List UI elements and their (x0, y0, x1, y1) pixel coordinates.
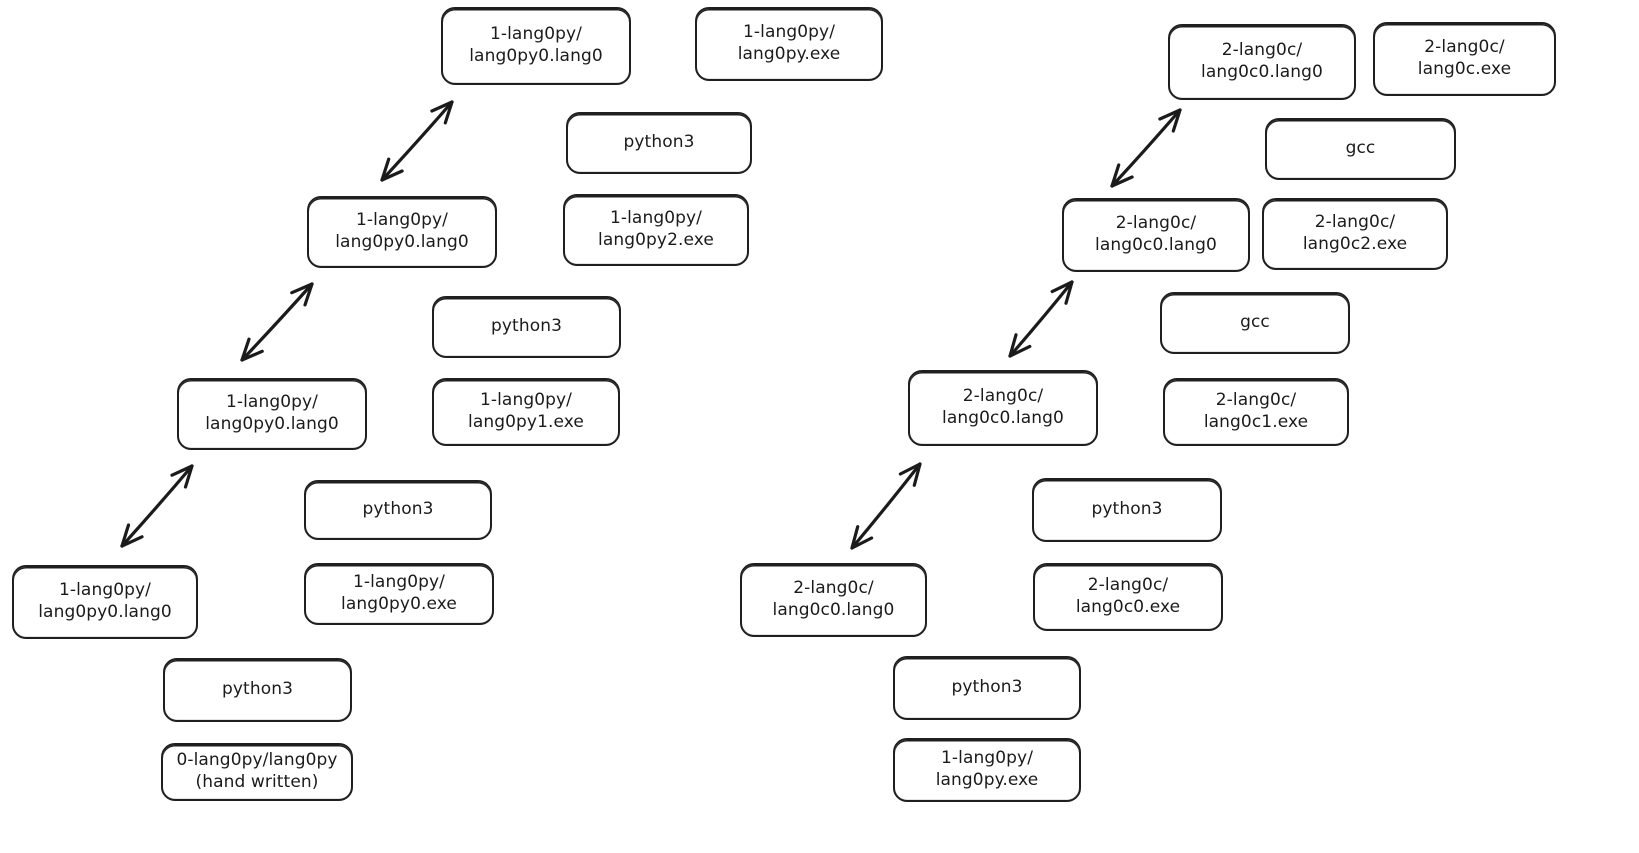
node-py_out_top[interactable]: 1-lang0py/ lang0py0.lang0 (441, 7, 631, 85)
node-py_in_3[interactable]: 1-lang0py/ lang0py2.exe (563, 194, 749, 266)
node-c_src_2[interactable]: 2-lang0c/ lang0c0.lang0 (908, 370, 1098, 446)
node-label: python3 (1091, 499, 1163, 520)
node-label: 2-lang0c/ lang0c0.lang0 (1095, 213, 1217, 255)
node-c_in_1[interactable]: 2-lang0c/ lang0c0.exe (1033, 563, 1223, 631)
node-label: 2-lang0c/ lang0c2.exe (1302, 212, 1408, 254)
node-c_tool_0[interactable]: python3 (893, 656, 1081, 720)
node-c_in_3[interactable]: 2-lang0c/ lang0c2.exe (1262, 198, 1448, 270)
node-py_exe_top[interactable]: 1-lang0py/ lang0py.exe (695, 7, 883, 81)
node-label: 2-lang0c/ lang0c.exe (1417, 37, 1512, 79)
node-py_src_1[interactable]: 1-lang0py/ lang0py0.lang0 (12, 565, 198, 639)
node-label: python3 (222, 679, 293, 700)
node-py_in_1[interactable]: 1-lang0py/ lang0py0.exe (304, 563, 494, 625)
node-c_src_0[interactable]: 1-lang0py/ lang0py.exe (893, 738, 1081, 802)
node-c_in_2[interactable]: 2-lang0c/ lang0c1.exe (1163, 378, 1349, 446)
node-label: 1-lang0py/ lang0py0.lang0 (38, 580, 172, 622)
node-label: 1-lang0py/ lang0py0.exe (341, 572, 457, 614)
node-label: 1-lang0py/ lang0py0.lang0 (205, 392, 339, 434)
node-label: 1-lang0py/ lang0py.exe (737, 22, 841, 64)
node-c_exe_top[interactable]: 2-lang0c/ lang0c.exe (1373, 22, 1556, 96)
node-label: 2-lang0c/ lang0c1.exe (1203, 390, 1309, 432)
node-label: 1-lang0py/ lang0py0.lang0 (469, 24, 603, 66)
node-label: 2-lang0c/ lang0c0.lang0 (942, 386, 1064, 428)
node-c_tool_3[interactable]: gcc (1265, 118, 1456, 180)
arrow-py-3 (380, 100, 454, 182)
node-label: python3 (951, 677, 1023, 698)
node-label: 1-lang0py/ lang0py1.exe (468, 390, 584, 432)
arrow-py-2 (240, 282, 314, 362)
arrow-c-1 (850, 462, 922, 550)
node-c_out_top[interactable]: 2-lang0c/ lang0c0.lang0 (1168, 24, 1356, 100)
node-c_src_3[interactable]: 2-lang0c/ lang0c0.lang0 (1062, 198, 1250, 272)
node-label: 2-lang0c/ lang0c0.lang0 (772, 578, 895, 620)
node-py_in_2[interactable]: 1-lang0py/ lang0py1.exe (432, 378, 620, 446)
node-py_tool_0[interactable]: python3 (163, 658, 352, 722)
node-label: 2-lang0c/ lang0c0.exe (1075, 575, 1181, 617)
node-c_tool_1[interactable]: python3 (1032, 478, 1222, 542)
node-label: 1-lang0py/ lang0py2.exe (598, 208, 714, 250)
node-py_src_0[interactable]: 0-lang0py/lang0py (hand written) (161, 743, 353, 801)
arrow-c-3 (1110, 108, 1182, 188)
arrow-c-2 (1008, 280, 1074, 358)
node-label: python3 (623, 132, 695, 153)
node-c_tool_2[interactable]: gcc (1160, 292, 1350, 354)
node-c_src_1[interactable]: 2-lang0c/ lang0c0.lang0 (740, 563, 927, 637)
node-label: 0-lang0py/lang0py (hand written) (176, 750, 338, 792)
arrow-py-1 (120, 464, 194, 548)
node-label: gcc (1240, 312, 1270, 333)
node-py_src_2[interactable]: 1-lang0py/ lang0py0.lang0 (177, 378, 367, 450)
node-py_tool_2[interactable]: python3 (432, 296, 621, 358)
node-label: 1-lang0py/ lang0py.exe (935, 748, 1039, 790)
node-label: python3 (362, 499, 434, 520)
node-label: gcc (1345, 138, 1376, 159)
node-py_tool_3[interactable]: python3 (566, 112, 752, 174)
node-py_tool_1[interactable]: python3 (304, 480, 492, 540)
node-py_src_3[interactable]: 1-lang0py/ lang0py0.lang0 (307, 196, 497, 268)
node-label: python3 (491, 316, 562, 337)
node-label: 1-lang0py/ lang0py0.lang0 (335, 210, 469, 252)
node-label: 2-lang0c/ lang0c0.lang0 (1201, 40, 1323, 82)
